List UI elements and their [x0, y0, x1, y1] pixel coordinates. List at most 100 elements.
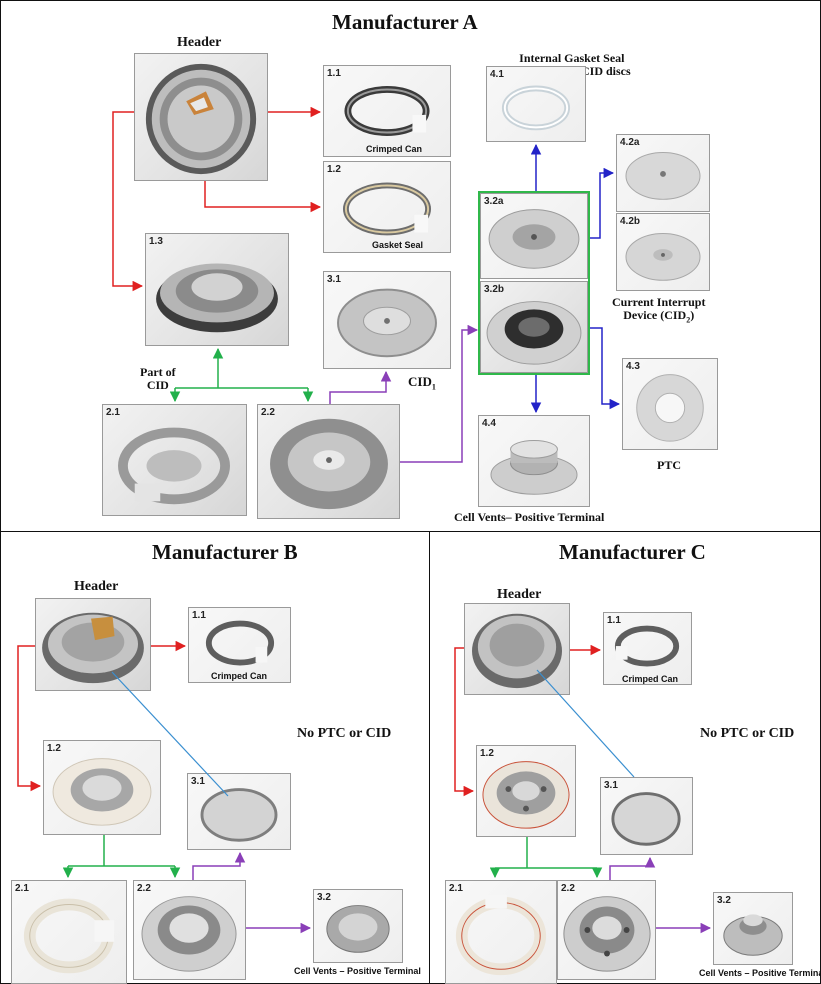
part-a-3-2b-art [486, 301, 582, 365]
part-c-1-1: 1.1 Crimped Can [603, 612, 692, 685]
part-c-1-2-art [482, 761, 570, 829]
header-photo-b [35, 598, 151, 691]
part-b-2-1-art [23, 898, 115, 974]
ptc-photo [636, 374, 704, 442]
part-c-2-2: 2.2 [557, 880, 656, 980]
crimped-can-photo-c [614, 625, 680, 667]
part-b-3-2-num: 3.2 [317, 892, 331, 903]
cid1-label-sub: 1 [431, 382, 436, 392]
internal-gasket-photo [501, 85, 571, 131]
part-b-1-2-art [52, 758, 152, 826]
part-c-3-1: 3.1 [600, 777, 693, 855]
crimped-can-photo-a [344, 86, 430, 136]
part-b-1-1-num: 1.1 [192, 610, 206, 621]
no-ptc-cid-b: No PTC or CID [297, 726, 392, 741]
part-of-cid-line1: Part of [140, 365, 176, 379]
header-label-a: Header [177, 35, 222, 50]
part-b-2-1-num: 2.1 [15, 883, 29, 894]
part-b-1-1: 1.1 Crimped Can [188, 607, 291, 683]
part-a-3-2a: 3.2a [480, 193, 588, 279]
manufacturer-c-title: Manufacturer C [559, 540, 706, 564]
no-ptc-cid-c: No PTC or CID [700, 726, 795, 741]
manufacturer-a-title: Manufacturer A [332, 10, 478, 34]
part-a-4-2b-num: 4.2b [620, 216, 641, 227]
ptc-label: PTC [657, 458, 681, 472]
part-b-3-2: 3.2 [313, 889, 403, 963]
part-a-2-2-art [270, 418, 388, 510]
part-a-3-2a-num: 3.2a [484, 196, 504, 207]
current-interrupt-sub: 2 [686, 315, 691, 325]
part-a-2-2: 2.2 [257, 404, 400, 519]
cell-vent-photo-a [490, 439, 578, 495]
part-a-3-1-num: 3.1 [327, 274, 341, 285]
part-a-1-2-caption: Gasket Seal [372, 240, 424, 250]
part-b-2-2: 2.2 [133, 880, 246, 980]
part-a-4-2a-art [625, 152, 701, 200]
part-a-2-2-num: 2.2 [261, 407, 275, 418]
cell-vents-label-b: Cell Vents – Positive Terminal [294, 966, 421, 976]
manufacturer-b-title: Manufacturer B [152, 540, 298, 564]
part-c-2-2-num: 2.2 [561, 883, 575, 894]
part-c-3-1-num: 3.1 [604, 780, 618, 791]
part-b-1-2-num: 1.2 [47, 743, 61, 754]
part-a-3-1-art [337, 288, 437, 358]
current-interrupt-line1: Current Interrupt [612, 295, 706, 309]
part-a-4-1-num: 4.1 [490, 69, 504, 80]
part-a-4-2a-num: 4.2a [620, 137, 640, 148]
header-photo-c-art [472, 613, 562, 689]
header-label-c: Header [497, 587, 542, 602]
cid1-label-text: CID [408, 374, 432, 389]
current-interrupt-label: Current Interrupt Device (CID2) [612, 296, 705, 326]
part-c-1-2-num: 1.2 [480, 748, 494, 759]
part-a-4-2b-art [625, 233, 701, 281]
part-b-2-1: 2.1 [11, 880, 127, 984]
cid-disc-group-frame [478, 191, 590, 375]
part-b-2-2-num: 2.2 [137, 883, 151, 894]
header-photo-c [464, 603, 570, 695]
part-of-cid-label: Part of CID [140, 366, 176, 392]
part-a-2-1-art [118, 427, 230, 505]
part-a-4-3-num: 4.3 [626, 361, 640, 372]
internal-gasket-line1: Internal Gasket Seal [519, 51, 625, 65]
part-a-1-1-caption: Crimped Can [366, 144, 423, 154]
part-a-1-1: 1.1 Crimped Can [323, 65, 451, 157]
part-c-1-2: 1.2 [476, 745, 576, 837]
current-interrupt-line2: Device (CID [623, 308, 687, 322]
part-b-1-2: 1.2 [43, 740, 161, 835]
header-photo-a-art [145, 63, 257, 175]
part-a-4-4-num: 4.4 [482, 418, 496, 429]
current-interrupt-line2-wrap: Device (CID2) [612, 309, 705, 326]
part-of-cid-line2: CID [146, 378, 169, 392]
part-a-4-2b: 4.2b [616, 213, 710, 291]
part-a-1-3-num: 1.3 [149, 236, 163, 247]
part-a-2-1-num: 2.1 [106, 407, 120, 418]
part-a-4-2a: 4.2a [616, 134, 710, 212]
crimped-can-photo-b [205, 620, 275, 666]
part-c-2-1-num: 2.1 [449, 883, 463, 894]
part-a-1-2-num: 1.2 [327, 164, 341, 175]
part-a-4-4: 4.4 [478, 415, 590, 507]
cid1-label: CID1 [408, 375, 436, 394]
cell-vents-label-c: Cell Vents – Positive Terminal [699, 968, 821, 978]
part-a-1-2: 1.2 Gasket Seal [323, 161, 451, 253]
part-a-3-2a-art [488, 209, 580, 269]
header-photo-b-art [42, 612, 144, 684]
part-a-4-3: 4.3 [622, 358, 718, 450]
cell-vent-photo-b [326, 905, 390, 953]
part-b-2-2-art [141, 896, 237, 972]
cell-vent-photo-c [723, 914, 783, 956]
cell-vents-label-a: Cell Vents– Positive Terminal [454, 510, 605, 524]
part-c-1-1-caption: Crimped Can [622, 674, 679, 684]
part-a-2-1: 2.1 [102, 404, 247, 516]
part-c-2-2-art [563, 896, 651, 972]
part-c-3-1-art [611, 792, 681, 846]
part-c-3-2-num: 3.2 [717, 895, 731, 906]
part-a-1-3-art [156, 263, 278, 333]
part-c-1-1-num: 1.1 [607, 615, 621, 626]
part-c-2-1-art [455, 894, 547, 976]
gasket-seal-photo-a [342, 182, 432, 236]
part-a-1-3: 1.3 [145, 233, 289, 346]
part-c-3-2: 3.2 [713, 892, 793, 965]
part-a-1-1-num: 1.1 [327, 68, 341, 79]
current-interrupt-close: ) [690, 308, 695, 322]
